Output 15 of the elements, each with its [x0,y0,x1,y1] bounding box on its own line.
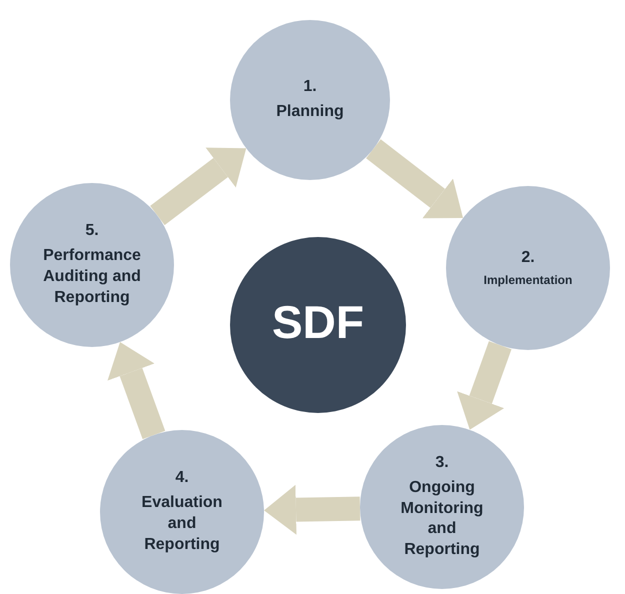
center-label: SDF [272,295,364,350]
block-arrow [108,342,166,440]
block-arrow [457,341,512,430]
step-number: 1. [303,77,317,98]
step-label: Performance Auditing and Reporting [43,246,141,308]
step-number: 5. [85,221,99,242]
step-number: 4. [175,468,189,488]
step-number: 3. [435,453,449,473]
step-label: Evaluation and Reporting [140,493,224,555]
block-arrow [264,484,360,535]
step-label: Planning [276,102,344,122]
step-number: 2. [521,248,535,268]
step-label: Ongoing Monitoring and Reporting [400,478,484,560]
step-label: Implementation [484,272,572,288]
block-arrow [366,139,464,218]
